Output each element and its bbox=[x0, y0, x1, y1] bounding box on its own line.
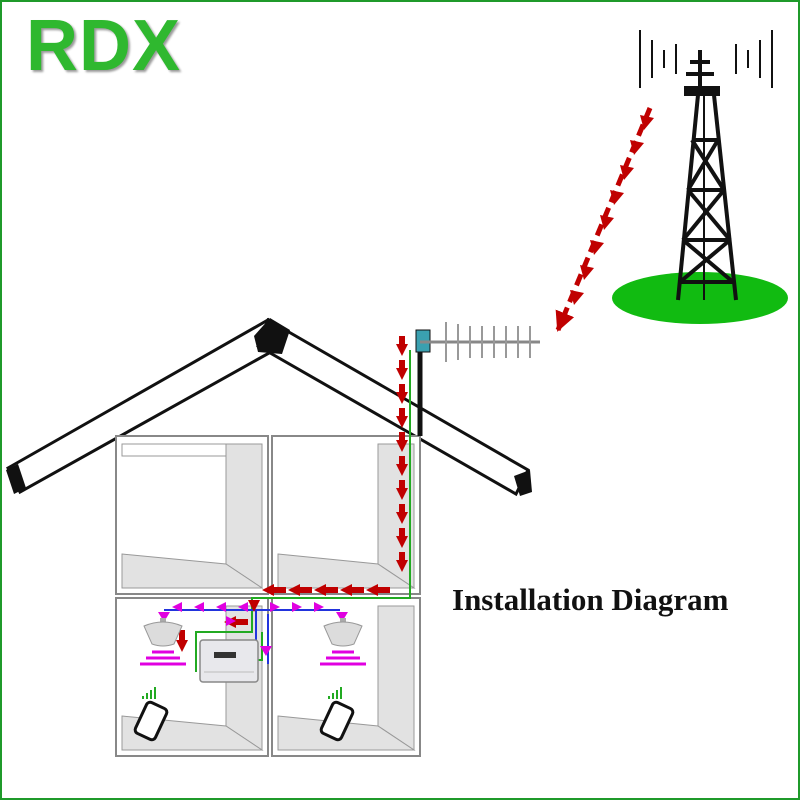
mobile-phone-icon bbox=[133, 700, 169, 742]
outdoor-signal-arrowheads bbox=[570, 115, 654, 305]
downlink-arrows-vertical bbox=[396, 336, 408, 572]
ceiling-antenna-icon bbox=[140, 618, 186, 666]
yagi-antenna-icon bbox=[415, 322, 540, 436]
downlink-arrows-horizontal bbox=[176, 584, 390, 652]
diagram-caption: Installation Diagram bbox=[452, 582, 729, 617]
brand-logo: RDX bbox=[26, 6, 182, 86]
indoor-arrows bbox=[158, 602, 348, 656]
repeater-icon bbox=[199, 639, 259, 683]
cell-tower-icon bbox=[612, 30, 788, 324]
house-roof bbox=[6, 317, 532, 497]
signal-bars-icon bbox=[142, 687, 156, 699]
ceiling-antenna-icon bbox=[320, 618, 366, 666]
signal-bars-icon bbox=[328, 687, 342, 699]
tower-ground bbox=[612, 272, 788, 324]
mobile-phone-icon bbox=[319, 700, 355, 742]
